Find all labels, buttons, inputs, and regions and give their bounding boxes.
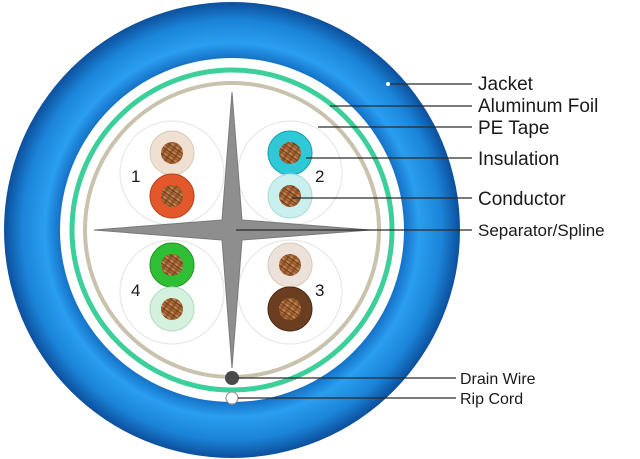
- pair-4: [149, 242, 195, 332]
- pair4-stripe-conductor: [161, 298, 183, 320]
- label-conductor: Conductor: [478, 189, 566, 210]
- label-separator-spline: Separator/Spline: [478, 221, 605, 240]
- pair-3: [267, 242, 313, 332]
- separator-spline: [93, 91, 371, 369]
- label-rip-cord: Rip Cord: [460, 391, 523, 408]
- pair-1: [149, 130, 195, 219]
- pair3-solid-conductor: [279, 298, 301, 320]
- pair1-solid-conductor: [161, 185, 183, 207]
- label-insulation: Insulation: [478, 149, 559, 170]
- label-drain-wire: Drain Wire: [460, 371, 536, 388]
- pair-2: [267, 130, 313, 219]
- rip-cord: [225, 391, 239, 405]
- pair3-stripe-conductor: [279, 254, 301, 276]
- pair1-stripe-conductor: [161, 142, 183, 164]
- label-pe-tape: PE Tape: [478, 118, 549, 139]
- drain-wire: [225, 371, 239, 385]
- pair-number-4: 4: [131, 281, 140, 300]
- pair-number-2: 2: [315, 167, 324, 186]
- pair4-solid-conductor: [161, 254, 183, 276]
- pair-number-3: 3: [315, 281, 324, 300]
- pair-number-1: 1: [131, 167, 140, 186]
- pair2-solid-conductor: [279, 142, 301, 164]
- label-aluminum-foil: Aluminum Foil: [478, 96, 598, 117]
- pair2-stripe-conductor: [279, 185, 301, 207]
- label-jacket: Jacket: [478, 74, 534, 95]
- leader-lines: [236, 82, 472, 399]
